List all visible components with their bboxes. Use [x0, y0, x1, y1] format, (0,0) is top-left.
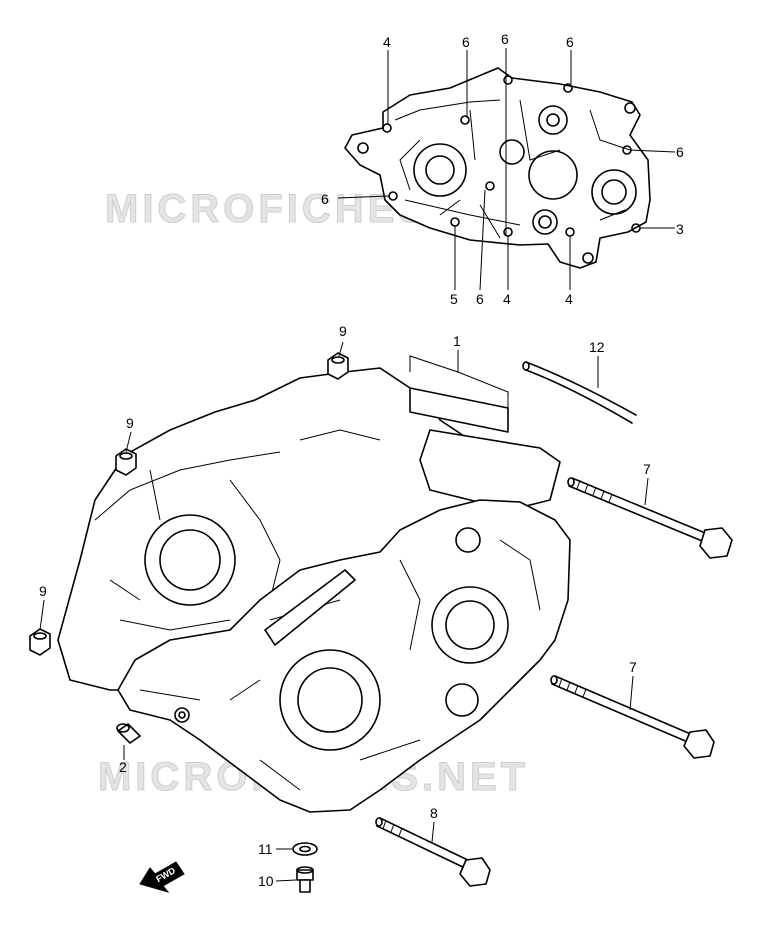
callout-6-inset-top-a: 6 — [462, 34, 470, 50]
callout-10-screw: 10 — [258, 873, 274, 889]
callout-7-bolt-upper: 7 — [643, 461, 651, 477]
nut-9-left — [29, 628, 51, 656]
callout-6-inset-left: 6 — [321, 191, 329, 207]
fwd-arrow-icon: FWD — [139, 861, 185, 893]
callout-8-bolt: 8 — [430, 805, 438, 821]
callout-9-nut-left: 9 — [39, 583, 47, 599]
breather-hose-12 — [522, 361, 637, 424]
callout-6-inset-bottom: 6 — [476, 291, 484, 307]
callout-12-hose: 12 — [589, 339, 605, 355]
callout-6-inset-top-c: 6 — [566, 34, 574, 50]
screw-10 — [296, 866, 314, 893]
callout-9-nut-mid: 9 — [126, 415, 134, 431]
callout-11-washer: 11 — [258, 841, 273, 857]
callout-4-inset-top: 4 — [383, 34, 391, 50]
bolt-7-upper — [567, 477, 733, 559]
callout-9-nut-top: 9 — [339, 323, 347, 339]
callout-4-inset-bottom-a: 4 — [503, 291, 511, 307]
bolt-7-lower — [550, 675, 715, 759]
callout-7-bolt-lower: 7 — [629, 659, 637, 675]
dowel-pin-2 — [116, 723, 141, 744]
callout-1-crankcase: 1 — [453, 333, 461, 349]
callout-3-inset: 3 — [676, 221, 684, 237]
inset-crankcase-view — [344, 67, 651, 269]
leader-lines — [39, 48, 676, 882]
callout-2-dowel: 2 — [119, 759, 127, 775]
washer-11 — [292, 842, 318, 856]
nut-9-top — [327, 352, 349, 380]
nut-9-mid — [115, 448, 137, 476]
callout-5-inset: 5 — [450, 291, 458, 307]
callout-6-inset-right: 6 — [676, 144, 684, 160]
callout-labels: 4 6 6 6 6 6 3 5 6 4 4 1 12 9 9 9 7 7 2 8… — [39, 31, 684, 889]
crankcase-assembly — [57, 367, 571, 813]
callout-6-inset-top-b: 6 — [501, 31, 509, 47]
bolt-8 — [375, 817, 491, 887]
callout-4-inset-bottom-b: 4 — [565, 291, 573, 307]
